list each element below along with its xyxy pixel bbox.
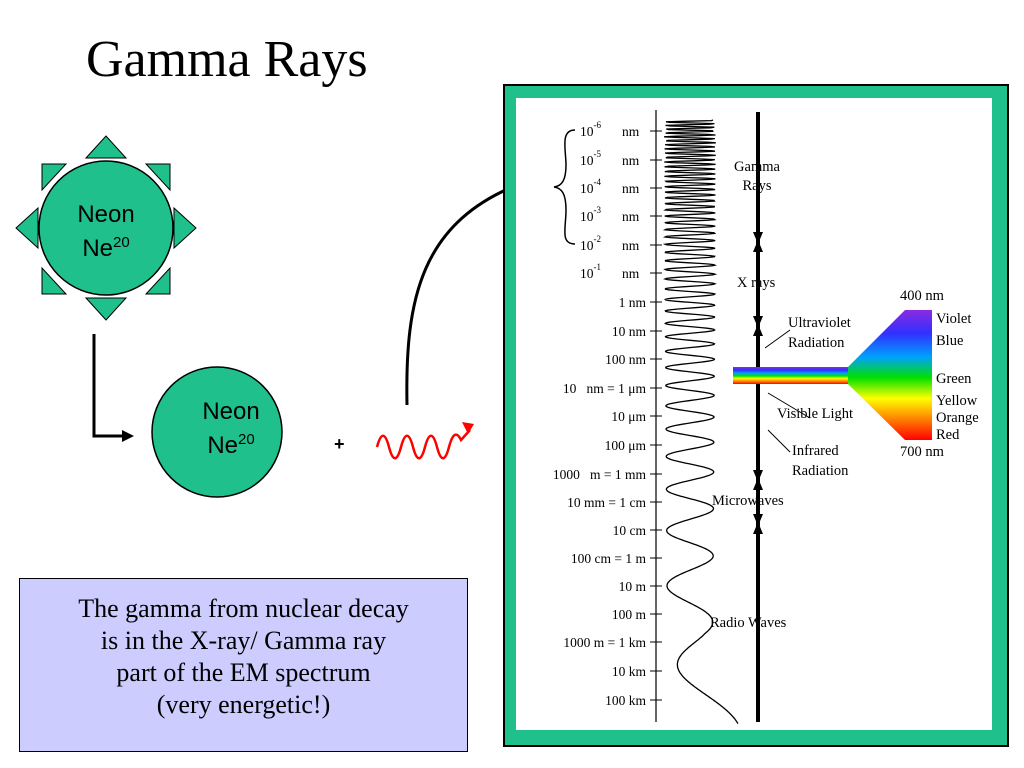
band-label-uv-2: Radiation xyxy=(788,335,845,351)
note-box: The gamma from nuclear decay is in the X… xyxy=(19,578,468,752)
color-label-green: Green xyxy=(936,371,972,387)
decay-arrow xyxy=(92,334,134,442)
scale-label: 1000 m = 1 km xyxy=(563,635,646,650)
band-label-ir-2: Radiation xyxy=(792,463,849,479)
visible-pointer xyxy=(767,392,811,419)
gamma-bracket xyxy=(553,129,576,245)
spectrum-bottom-label: 700 nm xyxy=(900,444,945,460)
note-line: part of the EM spectrum xyxy=(116,658,371,687)
note-line: The gamma from nuclear decay xyxy=(78,594,409,623)
color-label-red: Red xyxy=(936,427,960,443)
atom-name: Neon xyxy=(77,201,135,228)
band-dividers xyxy=(753,232,763,534)
note-line: (very energetic!) xyxy=(156,690,331,719)
color-label-blue: Blue xyxy=(936,333,963,349)
scale-label: 10 μm xyxy=(611,409,646,424)
ir-pointer xyxy=(767,429,791,453)
scale-label: 10 nm xyxy=(612,324,647,339)
neon-atom-excited xyxy=(15,135,197,321)
color-label-violet: Violet xyxy=(936,311,971,327)
color-swatch xyxy=(905,310,932,440)
gamma-photon-arrowhead xyxy=(462,422,474,434)
atom-label-ground: Neon Ne20 xyxy=(166,398,296,460)
visible-band xyxy=(733,367,848,384)
scale-label: 100 m xyxy=(612,607,647,622)
scale-label: 100 cm = 1 m xyxy=(571,551,647,566)
scale-label: 10 cm xyxy=(613,523,647,538)
neon-atom-ground xyxy=(151,366,283,498)
pointer-arrow xyxy=(405,180,526,406)
atom-label-excited: Neon Ne20 xyxy=(41,201,171,263)
band-label-micro: Microwaves xyxy=(712,493,784,509)
band-label-gamma: Gamma xyxy=(734,159,780,175)
scale-label: 10 km xyxy=(612,664,647,679)
band-label-visible: Visible Light xyxy=(777,406,853,422)
band-label-radio: Radio Waves xyxy=(710,615,787,631)
scale-label: 10 mm = 1 cm xyxy=(567,495,646,510)
atom-symbol: Ne20 xyxy=(207,431,255,459)
band-label-gamma-2: Rays xyxy=(743,178,772,194)
color-label-orange: Orange xyxy=(936,410,979,426)
gamma-photon-wave xyxy=(375,429,471,460)
scale-label: 100 nm xyxy=(605,352,646,367)
page-title: Gamma Rays xyxy=(86,31,368,88)
note-line: is in the X-ray/ Gamma ray xyxy=(100,626,387,655)
scale-label: 1000 m = 1 mm xyxy=(553,467,647,482)
band-label-ir: Infrared xyxy=(792,443,839,459)
color-label-yellow: Yellow xyxy=(936,393,978,409)
wave-curve xyxy=(662,119,739,724)
scale-label: 100 μm xyxy=(605,438,647,453)
scale-label: 10 nm = 1 μm xyxy=(563,381,647,396)
spectrum-top-label: 400 nm xyxy=(900,288,945,304)
atom-symbol: Ne20 xyxy=(82,234,130,262)
scale-label: 1 nm xyxy=(619,295,647,310)
uv-pointer xyxy=(764,329,791,349)
scale-label: 100 km xyxy=(605,693,646,708)
scale-label: 10 m xyxy=(619,579,647,594)
plus-sign: + xyxy=(334,434,345,454)
band-label-xray: X rays xyxy=(737,275,776,291)
atom-name: Neon xyxy=(202,398,260,425)
band-label-uv: Ultraviolet xyxy=(788,315,851,331)
